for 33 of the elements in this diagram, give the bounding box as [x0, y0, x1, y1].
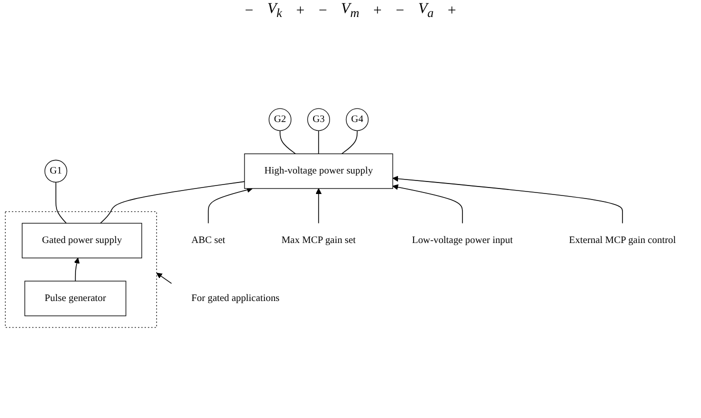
arrow: [208, 187, 253, 224]
node-circle: G2: [268, 108, 292, 131]
voltage-label: V$_{m}$: [341, 1, 360, 21]
voltage-label: V$_{a}$: [418, 1, 434, 21]
arrow: [74, 258, 80, 282]
connector: [55, 182, 67, 224]
connector: [341, 130, 358, 154]
polarity-sign: −: [244, 2, 254, 20]
node-text: Low-voltage power input: [412, 235, 513, 246]
node-text: Max MCP gain set: [281, 235, 356, 246]
node-box: High-voltage power supply: [244, 153, 394, 189]
node-circle: G4: [346, 108, 369, 131]
arrow: [316, 188, 322, 224]
arrow: [392, 176, 623, 224]
polarity-sign: +: [296, 2, 305, 20]
node-box: Gated power supply: [22, 222, 142, 258]
connector: [100, 181, 245, 224]
node-text: For gated applications: [191, 293, 280, 304]
node-text: External MCP gain control: [569, 235, 676, 246]
polarity-sign: +: [373, 2, 382, 20]
polarity-sign: −: [396, 2, 404, 20]
polarity-sign: +: [448, 2, 456, 20]
voltage-label: V$_{k}$: [267, 1, 282, 21]
connector: [280, 130, 296, 154]
polarity-sign: −: [318, 2, 328, 20]
node-text: ABC set: [191, 235, 226, 246]
arrow: [156, 272, 172, 284]
node-circle: G3: [307, 108, 330, 131]
connector: [318, 130, 320, 154]
node-circle: G1: [44, 160, 68, 183]
cluster: [4, 211, 157, 328]
arrow: [392, 184, 463, 224]
node-box: Pulse generator: [24, 280, 126, 316]
